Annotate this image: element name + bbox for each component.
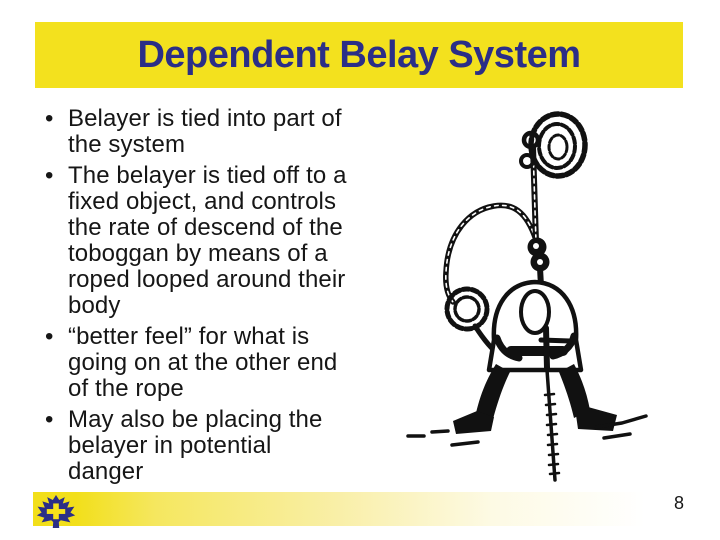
list-item: • May also be placing the belayer in pot… [38,407,368,485]
list-item: • “better feel” for what is going on at … [38,324,368,402]
page-title: Dependent Belay System [137,33,581,76]
belay-illustration [390,100,720,490]
page-number: 8 [673,493,684,513]
bullet-text: The belayer is tied off to a fixed objec… [68,162,347,319]
bullet-text: May also be placing the belayer in poten… [68,406,323,485]
bullet-icon: • [45,406,54,433]
bullet-text: “better feel” for what is going on at th… [68,323,338,402]
list-item: • The belayer is tied off to a fixed obj… [38,163,368,319]
bullet-list: • Belayer is tied into part of the syste… [38,106,368,490]
bullet-icon: • [45,105,54,132]
bullet-text: Belayer is tied into part of the system [68,105,342,158]
bullet-icon: • [45,162,54,189]
title-banner: Dependent Belay System [35,22,683,88]
list-item: • Belayer is tied into part of the syste… [38,106,368,158]
maple-leaf-logo-icon [36,494,76,529]
belayer-drawing-icon [406,111,648,482]
bullet-icon: • [45,323,54,350]
footer-bar [33,492,645,526]
